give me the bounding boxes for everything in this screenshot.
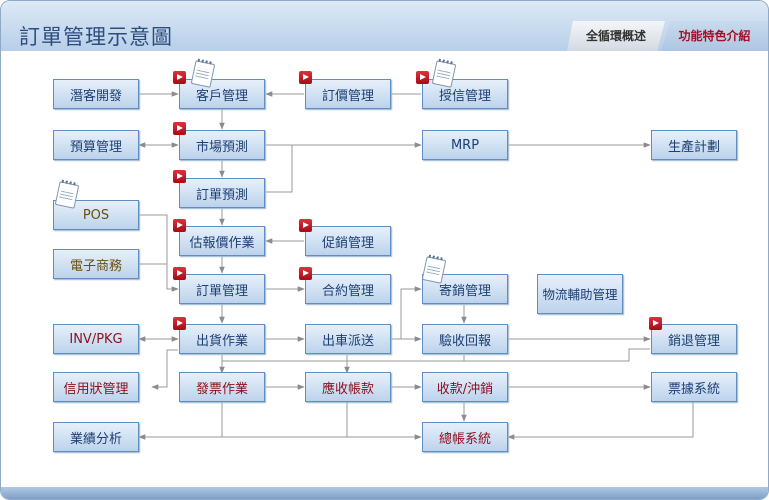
play-icon-dingdan[interactable] (173, 267, 186, 280)
tab-overview[interactable]: 全循環概述 (567, 21, 665, 51)
arrow-to-xinyong (151, 349, 178, 390)
node-yanshou[interactable]: 驗收回報 (422, 324, 508, 354)
node-xiaotui[interactable]: 銷退管理 (651, 324, 737, 354)
node-piaoju[interactable]: 票據系統 (651, 372, 737, 402)
node-dingjia[interactable]: 訂價管理 (305, 79, 391, 109)
node-shichang[interactable]: 市場預測 (179, 130, 265, 160)
play-icon-gubaojia[interactable] (173, 219, 186, 232)
node-mrp[interactable]: MRP (422, 130, 508, 160)
footer-bar (1, 487, 768, 499)
node-chuhuo[interactable]: 出貨作業 (179, 324, 265, 354)
node-qianke[interactable]: 潛客開發 (53, 79, 139, 109)
play-icon-dingdanyuce[interactable] (173, 170, 186, 183)
play-icon-shichang[interactable] (173, 122, 186, 135)
header-bar: 訂單管理示意圖 全循環概述 功能特色介紹 (1, 1, 768, 51)
node-chuche[interactable]: 出車派送 (305, 324, 391, 354)
line-yanshou-return (222, 355, 465, 362)
line-dingdanyuce-mrp (266, 145, 293, 193)
node-wuliu-line1: 物流 (542, 286, 568, 302)
node-dingdan[interactable]: 訂單管理 (179, 274, 265, 304)
play-icon-cuxiao[interactable] (299, 219, 312, 232)
node-zongzhang[interactable]: 總帳系統 (422, 422, 508, 452)
page-title: 訂單管理示意圖 (19, 25, 173, 49)
node-wuliu-line2: 輔助管理 (567, 286, 618, 302)
node-yingshou[interactable]: 應收帳款 (305, 372, 391, 402)
node-fapiao[interactable]: 發票作業 (179, 372, 265, 402)
play-icon-chuhuo[interactable] (173, 317, 186, 330)
node-xinyongzhuang[interactable]: 信用狀管理 (53, 372, 139, 402)
play-icon-shouxin[interactable] (416, 71, 429, 84)
node-shoukuan[interactable]: 收款/沖銷 (422, 372, 508, 402)
node-wuliu[interactable]: 物流 輔助管理 (537, 274, 623, 314)
tab-bar: 全循環概述 功能特色介紹 (567, 21, 768, 51)
node-shengchan[interactable]: 生產計劃 (651, 130, 737, 160)
node-pos[interactable]: POS (53, 200, 139, 230)
play-icon-kehu[interactable] (173, 71, 186, 84)
node-dingdanyuce[interactable]: 訂單預測 (179, 178, 265, 208)
play-icon-heyue[interactable] (299, 267, 312, 280)
node-gubaojia[interactable]: 估報價作業 (179, 226, 265, 256)
arrow-piaoju-zongzhang (507, 402, 694, 440)
node-yusuan[interactable]: 預算管理 (53, 130, 139, 160)
play-icon-dingjia[interactable] (299, 71, 312, 84)
node-invpkg[interactable]: INV/PKG (53, 324, 139, 354)
line-xiaotui-return (464, 348, 650, 362)
node-cuxiao[interactable]: 促銷管理 (305, 226, 391, 256)
tab-features[interactable]: 功能特色介紹 (661, 21, 768, 51)
line-pos-dingdan (139, 214, 179, 292)
play-icon-xiaotui[interactable] (649, 317, 662, 330)
arrow-to-jixiao (400, 286, 422, 339)
node-dianzi[interactable]: 電子商務 (53, 249, 139, 279)
node-heyue[interactable]: 合約管理 (305, 274, 391, 304)
node-yeji[interactable]: 業績分析 (53, 422, 139, 452)
